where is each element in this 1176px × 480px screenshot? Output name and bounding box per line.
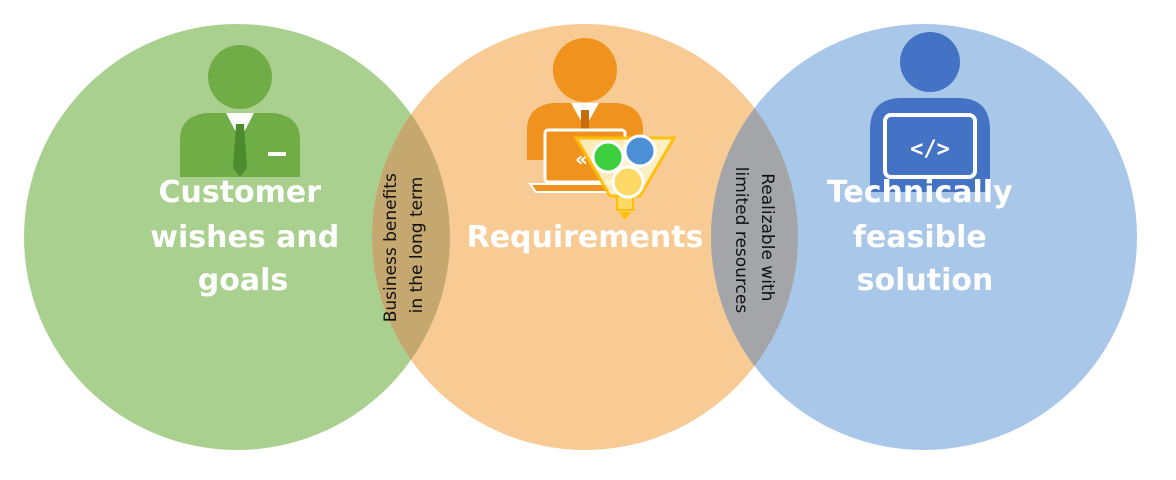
requirements-label: Requirements: [467, 220, 704, 255]
requirements-circle: [372, 24, 798, 450]
technical-label: Technically feasible solution: [827, 175, 1023, 298]
business-benefits-label: Business benefits in the long term: [381, 168, 427, 323]
svg-text:</>: </>: [910, 137, 950, 162]
developer-filter-icon: «: [527, 38, 677, 220]
customer-circle: [24, 24, 450, 450]
technical-circle: [711, 24, 1137, 450]
programmer-icon: </>: [870, 32, 990, 192]
customer-label: Customer wishes and goals: [150, 175, 349, 298]
realizable-label: Realizable with limited resources: [731, 167, 777, 314]
businessman-icon: [180, 45, 300, 177]
